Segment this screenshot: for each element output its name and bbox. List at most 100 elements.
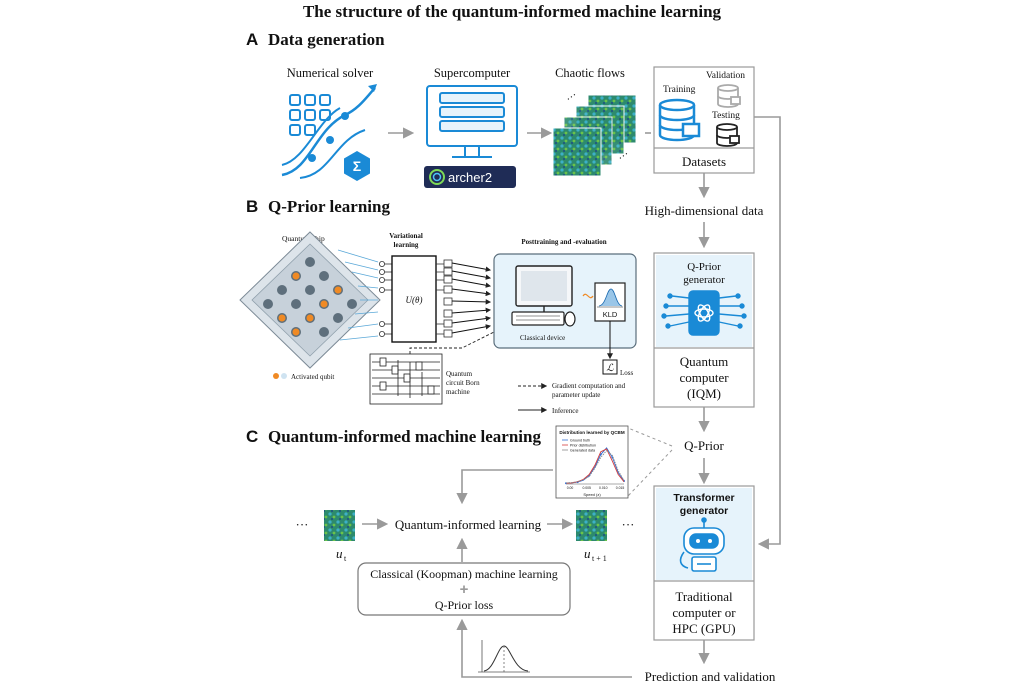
qprior-gen-caption-1: Quantum [680,354,728,369]
section-c-title: Quantum-informed machine learning [268,427,541,446]
chart-ticks-group: 0.00 0.005 0.010 0.015 [567,486,625,490]
measurement-gates [436,259,453,338]
section-b-letter: B [246,197,258,216]
chaotic-flows-label: Chaotic flows [555,66,625,80]
arrow-datasets-to-transformer [754,116,781,550]
loss-box [602,359,618,375]
classical-device-icon [511,265,576,327]
supercomputer-icon [426,85,518,158]
chart-series-3 [565,449,625,484]
datasets-label: Datasets [682,154,726,169]
born-label-1: Quantum [446,370,473,378]
archer2-logo: archer2 [424,166,516,188]
prediction-validation-label: Prediction and validation [645,669,776,683]
unitary-label: U(θ) [406,295,423,305]
loss-symbol: ℒ [606,363,614,374]
classical-ml-box [357,562,571,616]
dashed-to-chart-bottom [627,449,673,497]
variational-label-2: learning [394,241,419,249]
section-c-letter: C [246,427,258,446]
high-dim-data-label: High-dimensional data [645,203,764,218]
chart-title: Distribution learned by QCBM [559,430,625,435]
chart-x-tick: 0.005 [582,486,591,490]
chart-legend-entry: Prior distribution [570,443,596,447]
transformer-caption-1: Traditional [675,589,733,604]
u-t1-label: u [584,546,591,561]
chart-legend-entry: Generated data [570,448,595,452]
quantum-processor-icon [661,290,747,336]
u-t-subscript: t [344,554,347,563]
qprior-gen-title-2: generator [683,274,725,286]
feedback-dashed-line [409,331,495,354]
dataset-training-label: Training [663,85,696,95]
chart-x-tick: 0.015 [616,486,625,490]
quantum-informed-learning-label: Quantum-informed learning [395,517,542,532]
kld-box: KLD [594,282,626,322]
flow-snapshot-t1 [576,510,607,541]
dataset-validation-label: Validation [706,71,745,81]
svg-text:···: ··· [564,89,580,105]
qprior-gen-title-1: Q-Prior [687,261,721,273]
section-b-title: Q-Prior learning [268,197,390,216]
numerical-solver-label: Numerical solver [287,66,374,80]
arrow-prediction-to-loss [456,618,632,678]
prior-distribution-icon [478,640,530,673]
inference-arrows [451,262,492,334]
classical-device-label: Classical device [520,334,565,342]
loss-label: Loss [620,369,634,377]
activated-qubit-label: Activated qubit [291,373,334,381]
plus-sign: + [460,581,469,598]
gradient-label-2: parameter update [552,391,600,399]
u-t-label: u [336,546,343,561]
svg-text:archer2: archer2 [448,170,492,185]
transformer-title-2: generator [680,505,728,517]
qubit-input-lines [378,260,392,337]
section-a-title: Data generation [268,30,385,49]
ellipsis-left: ··· [296,517,309,532]
transformer-generator-box: Transformer generator Traditional comput… [653,485,755,641]
variational-label-1: Variational [389,232,423,240]
qprior-loss-label: Q-Prior loss [435,598,494,612]
testing-database-icon [716,123,740,147]
chart-xlabel: Speed (z) [583,492,601,497]
classical-ml-label: Classical (Koopman) machine learning [370,567,558,581]
numerical-solver-icon: Σ [281,84,377,181]
page-title: The structure of the quantum-informed ma… [303,2,722,21]
born-machine-circuit [369,353,443,405]
chart-series-2 [565,448,625,484]
robot-icon [679,517,725,572]
section-a-letter: A [246,30,258,49]
chart-x-tick: 0.010 [599,486,608,490]
chart-x-tick: 0.00 [567,486,574,490]
arrow-chart-to-learning [456,469,553,505]
supercomputer-label: Supercomputer [434,66,511,80]
born-label-3: machine [446,388,470,396]
transformer-title-1: Transformer [673,492,734,504]
qcbm-distribution-chart: Distribution learned by QCBM Ground trut… [555,425,629,499]
transformer-caption-2: computer or [672,605,736,620]
qprior-gen-caption-3: (IQM) [687,386,721,401]
born-label-2: circuit Born [446,379,480,387]
flow-snapshot-t [324,510,355,541]
dashed-to-chart-top [627,427,673,447]
dataset-testing-label: Testing [712,111,740,121]
ellipsis-right: ··· [622,517,635,532]
posttraining-label: Posttraining and -evaluation [521,238,606,246]
training-database-icon [658,98,701,142]
datasets-box: Training Validation Testing Datasets [653,66,755,174]
chaotic-flows-stack: ··· ··· [552,89,637,177]
inference-label: Inference [552,407,578,415]
chart-legend-entry: Ground truth [570,438,590,442]
svg-text:Σ: Σ [353,158,361,174]
svg-text:KLD: KLD [603,310,618,319]
chart-series-group [565,447,625,485]
unitary-box [391,255,437,343]
transformer-caption-3: HPC (GPU) [672,621,735,636]
shuffle-icon [582,293,594,299]
validation-database-icon [717,84,741,108]
qprior-gen-caption-2: computer [679,370,729,385]
quantum-chip-icon [239,231,381,379]
